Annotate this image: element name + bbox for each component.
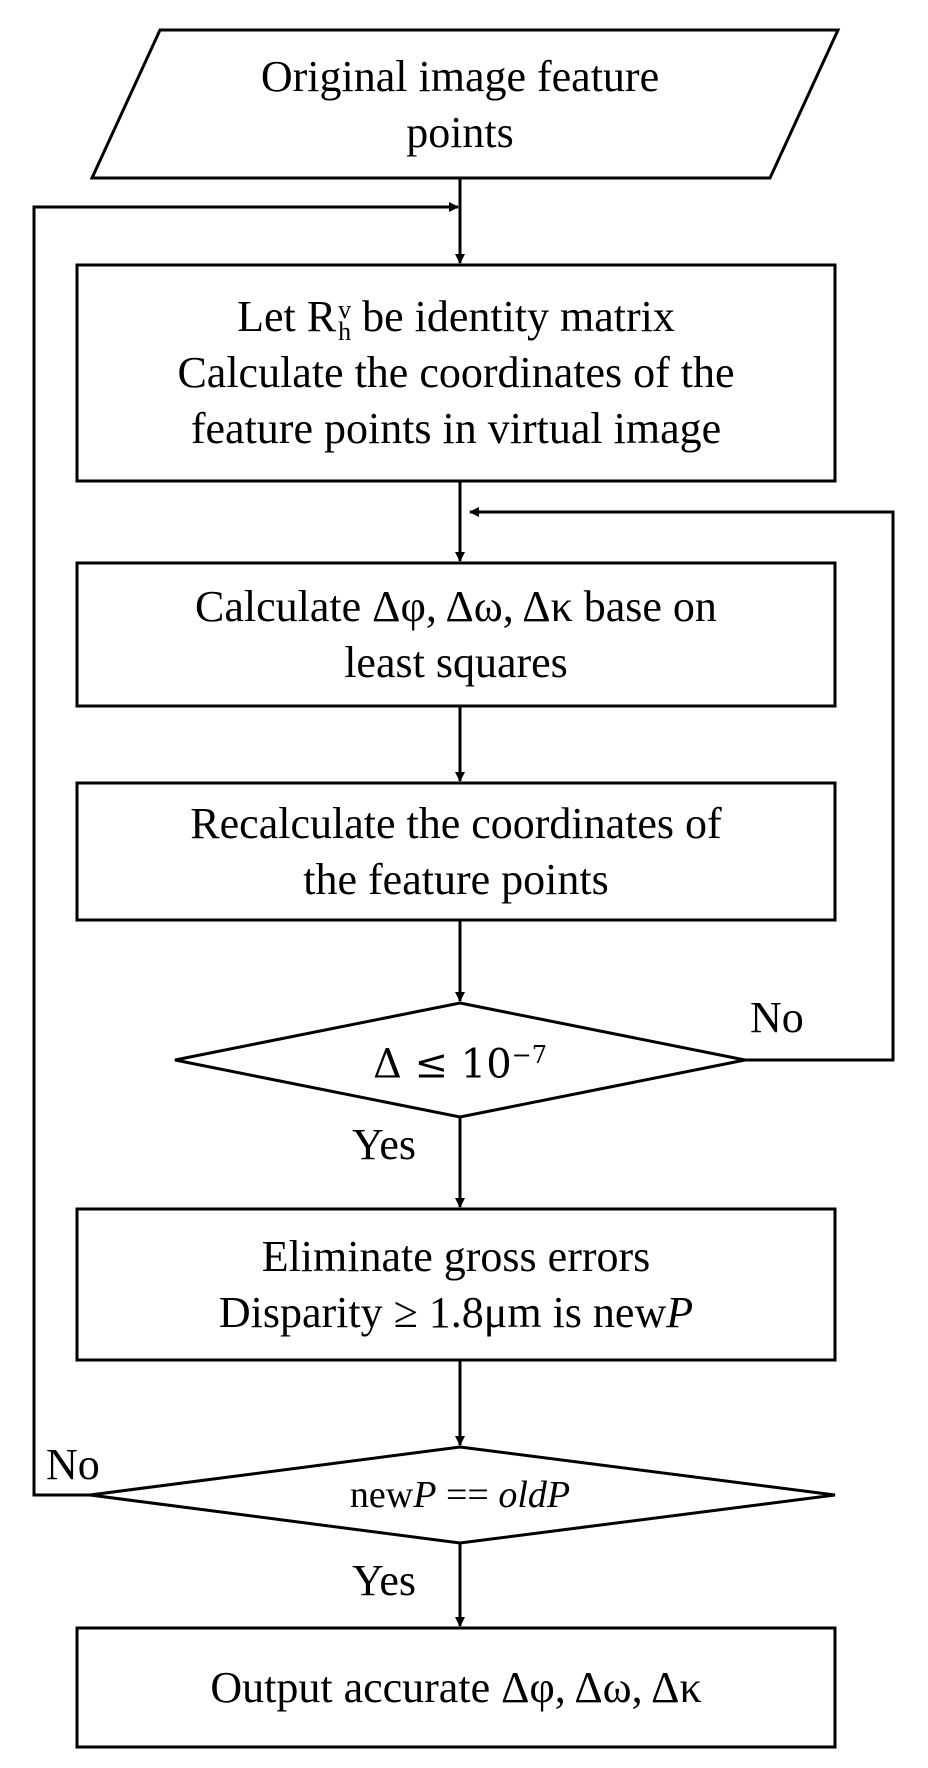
convergence-text: Δ ≤ 10−7 xyxy=(260,1030,660,1090)
convergence-exp: −7 xyxy=(511,1041,548,1070)
recalc-box xyxy=(75,781,837,922)
init-rotation-sup: v xyxy=(338,294,352,324)
eliminate-line-2-var: P xyxy=(666,1287,694,1337)
eliminate-line-2: Disparity ≥ 1.8μm is newP xyxy=(219,1285,693,1341)
convergence-condition: Δ ≤ 10−7 xyxy=(373,1027,547,1092)
compare-no-label: No xyxy=(46,1440,100,1489)
init-rotation-sub: h xyxy=(338,316,352,346)
input-line-1: Original image feature xyxy=(260,52,660,101)
least-squares-text: Calculate Δφ, Δω, Δκ base on least squar… xyxy=(80,568,832,701)
input-line-2: points xyxy=(406,108,514,157)
least-squares-box xyxy=(75,561,837,708)
convergence-base: Δ ≤ 10 xyxy=(372,1041,512,1088)
input-text: Original image feature points xyxy=(140,40,780,170)
least-squares-line-2: least squares xyxy=(344,637,568,687)
compare-text: newP == oldP xyxy=(230,1470,690,1520)
recalc-line-2: the feature points xyxy=(303,854,609,904)
eliminate-line-2-prefix: Disparity ≥ 1.8μm is new xyxy=(218,1287,667,1337)
convergence-no-label: No xyxy=(750,993,804,1042)
eliminate-text: Eliminate gross errors Disparity ≥ 1.8μm… xyxy=(80,1214,832,1355)
least-squares-line-1: Calculate Δφ, Δω, Δκ base on xyxy=(195,581,717,631)
output-text: Output accurate Δφ, Δω, Δκ xyxy=(80,1633,832,1742)
recalc-line-1: Recalculate the coordinates of xyxy=(190,798,722,848)
init-line-3: feature points in virtual image xyxy=(190,404,722,453)
init-line-1-prefix: Let R xyxy=(237,292,337,341)
init-box xyxy=(75,263,837,483)
convergence-yes-label: Yes xyxy=(352,1120,417,1169)
compare-condition: newP == oldP xyxy=(350,1467,570,1523)
compare-prefix: new xyxy=(349,1474,414,1516)
recalc-text: Recalculate the coordinates of the featu… xyxy=(80,788,832,915)
init-line-1-suffix: be identity matrix xyxy=(351,292,675,341)
input-parallelogram xyxy=(89,28,841,180)
init-line-2: Calculate the coordinates of the xyxy=(177,348,735,397)
compare-op: == xyxy=(436,1474,499,1516)
compare-yes-label: Yes xyxy=(352,1556,417,1605)
arrow-convergence-no-loop xyxy=(469,507,895,1062)
arrow-compare-no-loop xyxy=(32,202,459,1497)
compare-var-1: P xyxy=(413,1474,437,1516)
output-box xyxy=(75,1626,837,1749)
eliminate-box xyxy=(75,1207,837,1362)
eliminate-line-1: Eliminate gross errors xyxy=(261,1231,651,1281)
output-line: Output accurate Δφ, Δω, Δκ xyxy=(210,1662,702,1712)
compare-var-2: oldP xyxy=(498,1474,571,1516)
